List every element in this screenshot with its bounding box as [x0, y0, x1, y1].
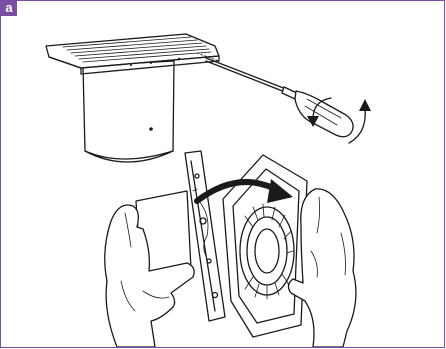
fan-housing-illustration: [46, 34, 219, 162]
